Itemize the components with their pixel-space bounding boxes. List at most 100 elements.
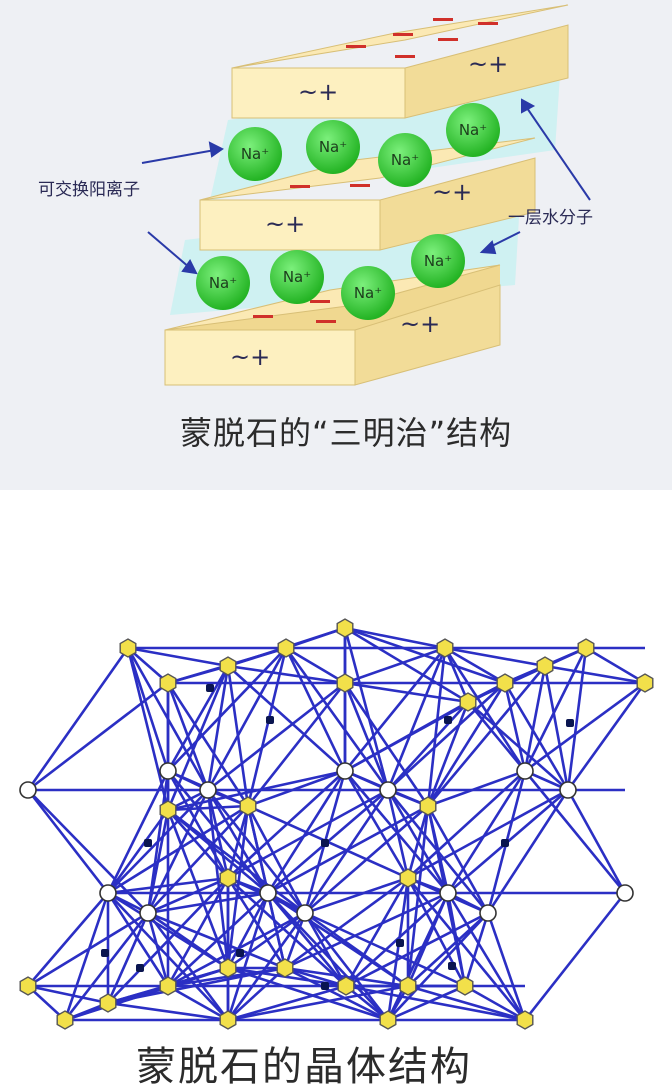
positive-charge-label: ~+ — [298, 78, 338, 106]
oxygen-atoms — [19, 762, 634, 922]
oxygen-atom — [439, 884, 457, 902]
lattice-bond — [285, 626, 346, 650]
negative-charge-mark — [478, 22, 498, 25]
sodium-ion: Na⁺ — [196, 256, 250, 310]
lattice-bond — [386, 892, 450, 1021]
lattice-bond — [147, 805, 249, 914]
lattice-bond — [304, 876, 409, 915]
interstitial-cation — [321, 839, 329, 847]
lattice-bond — [585, 646, 646, 685]
lattice-bond — [284, 966, 347, 988]
oxygen-atom — [159, 762, 177, 780]
hydroxyl-atom — [219, 958, 237, 978]
sodium-ion-label: Na⁺ — [319, 138, 347, 156]
lattice-bond — [566, 647, 588, 791]
interstitial-cation — [136, 964, 144, 972]
lattice-bond — [284, 647, 347, 772]
negative-charge-mark — [253, 315, 273, 318]
hydroxyl-atom — [119, 638, 137, 658]
lattice-bond — [386, 877, 410, 1021]
sodium-ion-label: Na⁺ — [241, 145, 269, 163]
negative-charge-mark — [346, 45, 366, 48]
hydroxyl-atom — [379, 1010, 397, 1030]
lattice-bond — [227, 984, 409, 1022]
lattice-bond — [344, 681, 506, 773]
hydroxyl-atom — [219, 868, 237, 888]
lattice-bond — [343, 627, 390, 791]
hydroxyl-atom — [219, 1010, 237, 1030]
lattice-bond — [285, 646, 346, 685]
sodium-ion-label: Na⁺ — [283, 268, 311, 286]
lattice-bond — [167, 984, 229, 1022]
hydroxyl-atom — [516, 1010, 534, 1030]
lattice-bond — [283, 912, 307, 969]
label-exchangeable-cation: 可交换阳离子 — [38, 180, 140, 200]
sodium-ion-label: Na⁺ — [459, 121, 487, 139]
lattice-bond — [444, 646, 546, 668]
interstitial-cation — [566, 719, 574, 727]
hydroxyl-atom — [436, 638, 454, 658]
lattice-bond — [387, 984, 466, 1022]
lattice-bond — [566, 682, 647, 791]
panel-divider — [0, 490, 672, 498]
negative-charge-mark — [395, 55, 415, 58]
hydroxyl-atom — [336, 618, 354, 638]
lattice-bond — [147, 876, 229, 915]
lattice-bond — [443, 647, 527, 772]
lattice-bond — [427, 665, 546, 807]
interstitial-cation — [236, 949, 244, 957]
oxygen-atom — [336, 762, 354, 780]
lattice-bond — [426, 805, 490, 914]
lattice-bond — [27, 789, 149, 914]
negative-charges-interlayer — [253, 184, 370, 323]
sodium-ion: Na⁺ — [270, 250, 324, 304]
hydroxyl-atom — [159, 976, 177, 996]
lattice-bond — [206, 789, 230, 969]
crystal-structure-panel: 蒙脱石的晶体结构 — [0, 498, 672, 1090]
lattice-bond — [446, 770, 527, 894]
clay-slab-bottom — [164, 264, 501, 386]
lattice-bond — [146, 912, 230, 1021]
lattice-bond — [464, 984, 526, 1022]
positive-charge-label: ~+ — [432, 178, 472, 206]
lattice-bond — [444, 646, 506, 685]
oxygen-atom — [559, 781, 577, 799]
lattice-bond — [226, 892, 270, 969]
negative-charges-top — [346, 18, 498, 58]
lattice-bond — [524, 681, 646, 773]
lattice-bond — [344, 626, 469, 704]
crystal-lattice-diagram — [19, 618, 654, 1030]
lattice-bond — [486, 912, 527, 1021]
lattice-bond — [523, 647, 588, 772]
lattice-bond — [107, 892, 229, 1021]
hydroxyl-atom — [496, 673, 514, 693]
lattice-bond — [304, 911, 409, 988]
lattice-bond — [386, 647, 447, 791]
lattice-bond — [166, 682, 210, 791]
lattice-bond — [127, 646, 229, 668]
lattice-bond — [227, 664, 346, 685]
lattice-bond — [407, 984, 526, 1022]
interstitial-cation — [101, 949, 109, 957]
lattice-bond — [446, 892, 527, 1021]
sodium-ion: Na⁺ — [446, 103, 500, 157]
lattice-bond — [266, 892, 287, 969]
hydroxyl-atom — [536, 656, 554, 676]
lattice-bond — [426, 682, 507, 807]
hydroxyl-atom — [219, 656, 237, 676]
lattice-bond — [523, 770, 627, 894]
lattice-bond — [344, 626, 446, 650]
sodium-ion-label: Na⁺ — [424, 252, 452, 270]
interstitial-cation — [448, 962, 456, 970]
negative-charge-mark — [316, 320, 336, 323]
lattice-bond — [167, 966, 286, 988]
lattice-bond — [344, 681, 469, 704]
lattice-bond — [503, 682, 527, 772]
interstitial-cation — [396, 939, 404, 947]
clay-slab-middle — [199, 137, 536, 251]
hydroxyl-atom — [336, 673, 354, 693]
lattice-bond — [343, 647, 447, 772]
sodium-ion: Na⁺ — [228, 127, 282, 181]
negative-charge-mark — [350, 184, 370, 187]
oxygen-atom — [516, 762, 534, 780]
